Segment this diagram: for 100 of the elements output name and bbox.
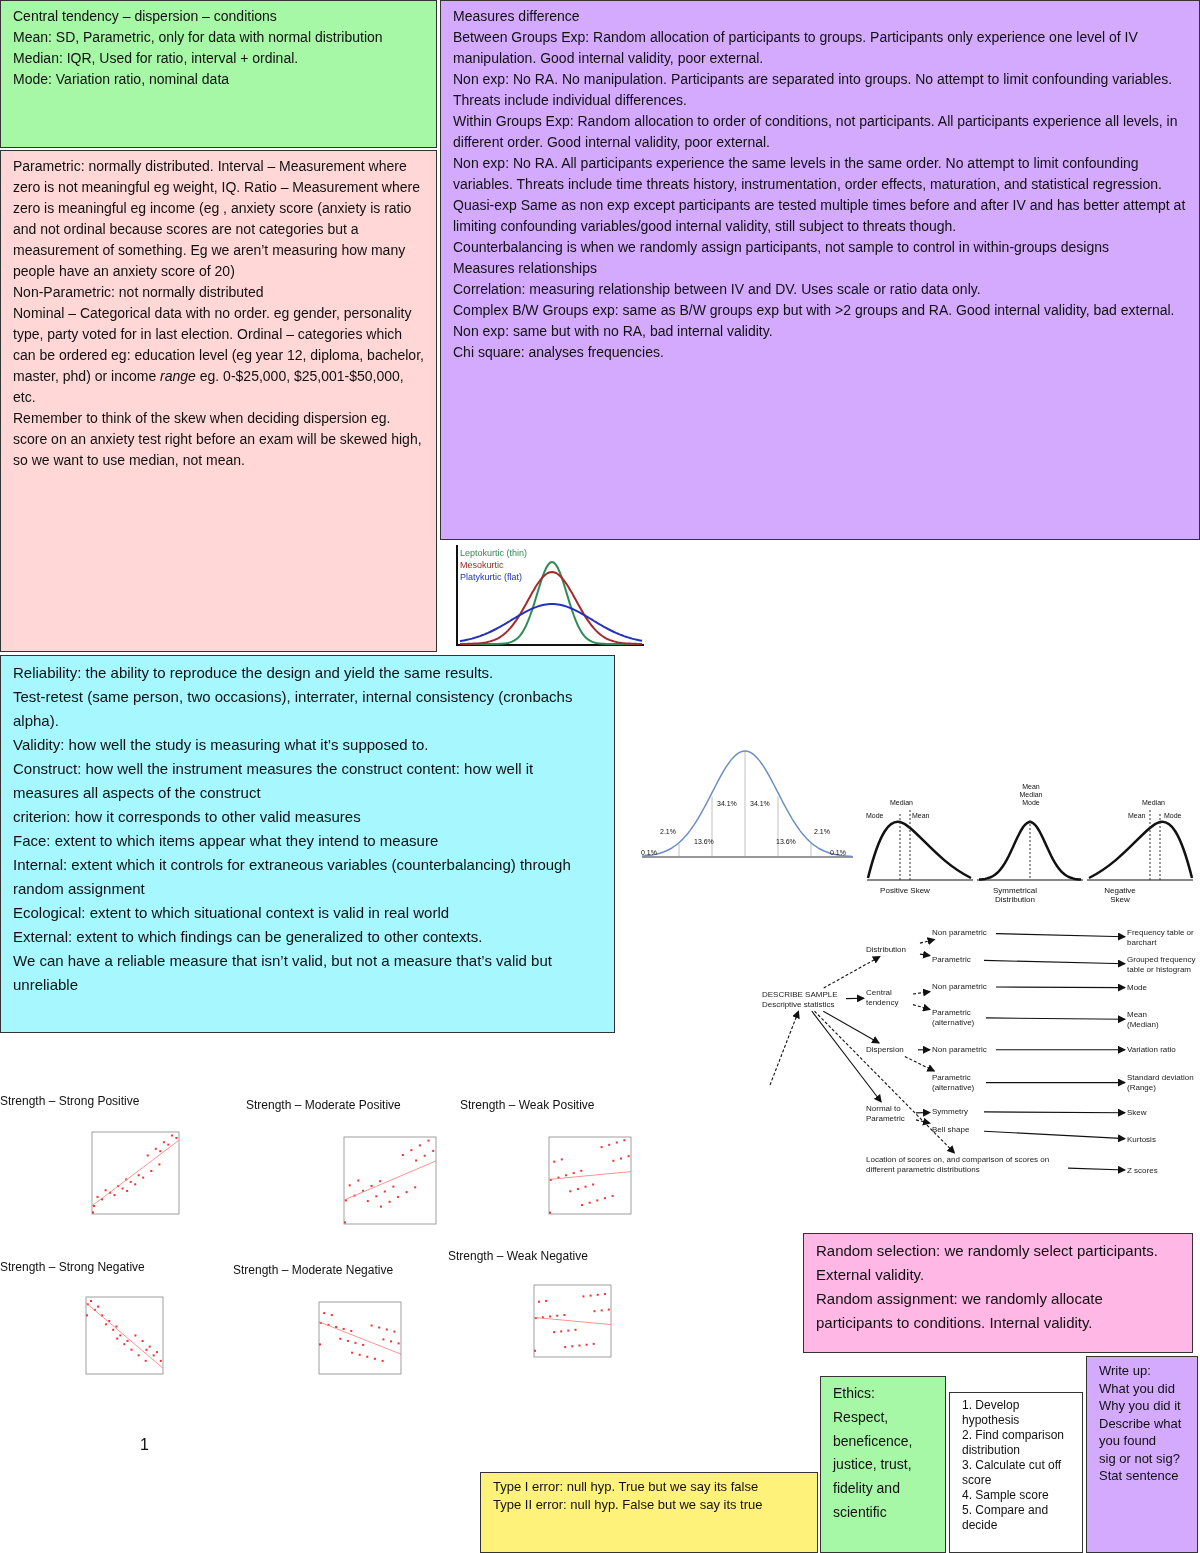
arrow [995,932,1126,941]
flow-label: Parametric [932,955,982,965]
flow-label: Symmetry [932,1107,982,1117]
note-text: Quasi-exp Same as non exp except participants are tested multiple times before and after IV and has better attempt at limiting confounding variables/good internal validity, still subject to threats though. [453,196,1187,236]
note-text: Test-retest (same person, two occasions), interrater, internal consistency (cronbachs alpha). [13,687,574,731]
note-text: 3. Calculate cut off score [962,1458,1063,1488]
flow-label: DESCRIBE SAMPLE Descriptive statistics [762,990,844,1010]
note-text: Face: extent to which items appear what they intend to measure [13,831,440,851]
note-card [0,150,437,652]
plot-title: Strength – Weak Positive [460,1098,595,1112]
arrow [995,983,1126,992]
note-text: Complex B/W Groups exp: same as B/W groups exp but with >2 groups and RA. Good internal validity, bad external. Non exp: same but with no RA, bad internal validity. [453,301,1176,341]
arrow [983,1130,1126,1143]
flow-label: Location of scores on, and comparison of scores on different parametric distributions [866,1155,1066,1175]
arrow [985,1078,1126,1087]
arrow [813,1010,956,1154]
flow-label: Skew [1127,1108,1167,1118]
arrow [915,1117,931,1126]
note-card [949,1392,1083,1553]
note-text: Ethics: Respect, beneficence, justice, trust, fidelity and scientific [833,1384,914,1522]
note-text: Non exp: No RA. All participants experience the same levels in the same order. No attempt to limit confounding variables. Threats include time threats history, instrumentation, order effects, maturation, and statistical regression. [453,154,1163,194]
flow-label: Distribution [866,945,918,955]
note-text: Type II error: null hyp. False but we say its true [493,1496,764,1515]
note-text: 5. Compare and decide [962,1503,1050,1533]
note-text: Chi square: analyses frequencies. [453,343,665,362]
note-text: Internal: extent which it controls for extraneous variables (counterbalancing) through random assignment [13,855,572,899]
flow-label: Dispersion [866,1045,916,1055]
note-text: Validity: how well the study is measuring what it’s supposed to. [13,735,430,755]
arrow [912,988,931,997]
arrow [811,1010,882,1103]
arrow [845,994,865,1003]
flow-label: Frequency table or barchart [1127,928,1197,948]
note-text: Write up: [1099,1362,1152,1380]
note-text: Random selection: we randomly select participants. External validity. [816,1241,1159,1285]
note-text: Non-Parametric: not normally distributed [13,283,265,302]
arrow [904,1056,936,1072]
curve-label: Negative Skew [1103,886,1137,905]
curve-label: Mesokurtic [460,560,504,570]
note-text: Central tendency – dispersion – conditions [13,7,278,26]
arrow [912,1003,931,1012]
flow-label: Normal to Parametric [866,1104,914,1124]
flow-label: Parametric (alternative) [932,1073,984,1093]
plot-title: Strength – Moderate Positive [246,1098,401,1112]
arrow [1067,1165,1126,1174]
note-text: criterion: how it corresponds to other valid measures [13,807,362,827]
note-text: Within Groups Exp: Random allocation to order of conditions, not participants. All participants experience all levels, in different order. Good internal validity, poor external. [453,112,1179,152]
plot-title: Strength – Strong Positive [0,1094,140,1108]
note-text: 2. Find comparison distribution [962,1428,1066,1458]
note-text: sig or not sig? [1099,1449,1181,1468]
note-text: Reliability: the ability to reproduce the design and yield the same results. [13,663,495,683]
note-text: We can have a reliable measure that isn’t valid, but not a measure that’s valid but unreliable [13,951,553,995]
note-text: Ecological: extent to which situational context is valid in real world [13,903,451,923]
plot-title: Strength – Moderate Negative [233,1263,394,1277]
note-text: What you did [1099,1379,1176,1398]
curve-label: Leptokurtic (thin) [460,548,528,558]
flow-label: Kurtosis [1127,1135,1167,1145]
plot-title: Strength – Weak Negative [448,1249,588,1263]
arrow [919,950,931,959]
flow-label: Bell shape [932,1125,982,1135]
note-text: Random assignment: we randomly allocate participants to conditions. Internal validity. [816,1289,1104,1333]
note-card [0,0,437,148]
curve-label: Positive Skew [880,886,930,896]
arrow [823,956,881,989]
note-text: Non exp: No RA. No manipulation. Participants are separated into groups. No attempt to limit confounding variables. Threats include individual differences. [453,70,1174,110]
note-text: 1. Develop hypothesis [962,1398,1021,1428]
plot-title: Strength – Strong Negative [0,1260,145,1274]
note-text: Type I error: null hyp. True but we say its false [493,1478,760,1496]
flow-label: Variation ratio [1127,1045,1197,1055]
flow-label: Standard deviation (Range) [1127,1073,1197,1093]
arrow [915,1108,931,1117]
note-text: 4. Sample score [962,1488,1050,1503]
flow-label: Mode [1127,983,1187,993]
note-text: Why you did it [1099,1397,1182,1415]
arrow [769,1010,800,1086]
arrow [919,937,936,946]
note-text: Median: IQR, Used for ratio, interval + ordinal. [13,49,300,68]
note-card [803,1233,1193,1353]
arrow [985,1015,1126,1024]
note-card [1086,1356,1198,1553]
note-text: Remember to think of the skew when deciding dispersion eg. score on an anxiety test right before an exam will be skewed high, so we want to use median, not mean. [13,409,423,470]
arrow [917,1045,931,1054]
arrow [983,1108,1126,1117]
note-text: Measures difference [453,7,581,26]
arrow [822,1010,880,1044]
page-number: 1 [140,1436,149,1454]
note-text: Measures relationships [453,259,598,278]
note-card [0,655,615,1033]
note-text: Nominal – Categorical data with no order. eg gender, personality type, party voted for in last election. Ordinal – categories which can be ordered eg: education level (eg year 12, diploma, bachelor, master, phd) or income range eg. 0-$25,000, $25,001-$50,000, etc. [13,304,424,407]
note-text: Counterbalancing is when we randomly assign participants, not sample to control in within-groups designs [453,238,1111,257]
note-text: Correlation: measuring relationship between IV and DV. Uses scale or ratio data only. [453,280,982,299]
flow-label: Grouped frequency table or histogram [1127,955,1199,975]
note-text: Between Groups Exp: Random allocation of participants to groups. Participants only experience one level of IV manipulation. Good internal validity, poor external. [453,28,1139,68]
curve-label: Platykurtic (flat) [460,572,522,582]
flow-label: Non parametric [932,982,994,992]
flow-label: Mean (Median) [1127,1010,1177,1030]
flow-label: Parametric (alternative) [932,1008,984,1028]
arrow [995,1045,1126,1054]
arrow [983,959,1126,968]
note-text: Stat sentence [1099,1467,1180,1485]
flow-label: Z scores [1127,1166,1167,1176]
